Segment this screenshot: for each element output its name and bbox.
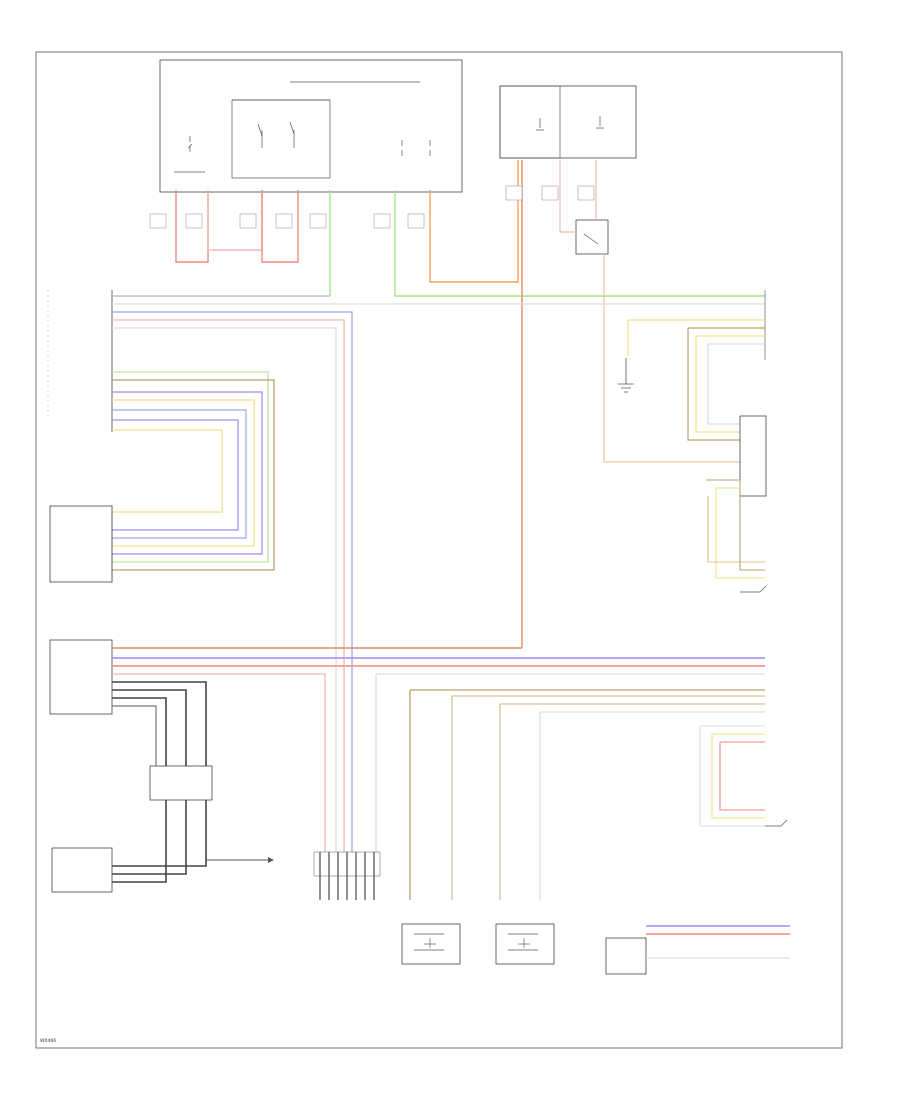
diagram-code: W0466	[40, 1038, 56, 1044]
fuse-relay-box	[159, 59, 463, 193]
ecm-harness	[47, 290, 765, 870]
diagram-border	[35, 51, 843, 1049]
bottom-connectors	[313, 851, 790, 975]
middle-harness	[112, 647, 765, 900]
top-wiring	[149, 160, 765, 648]
right-components	[618, 290, 788, 827]
left-modules	[49, 505, 213, 893]
relay-component	[575, 219, 609, 255]
power-module	[499, 85, 637, 159]
